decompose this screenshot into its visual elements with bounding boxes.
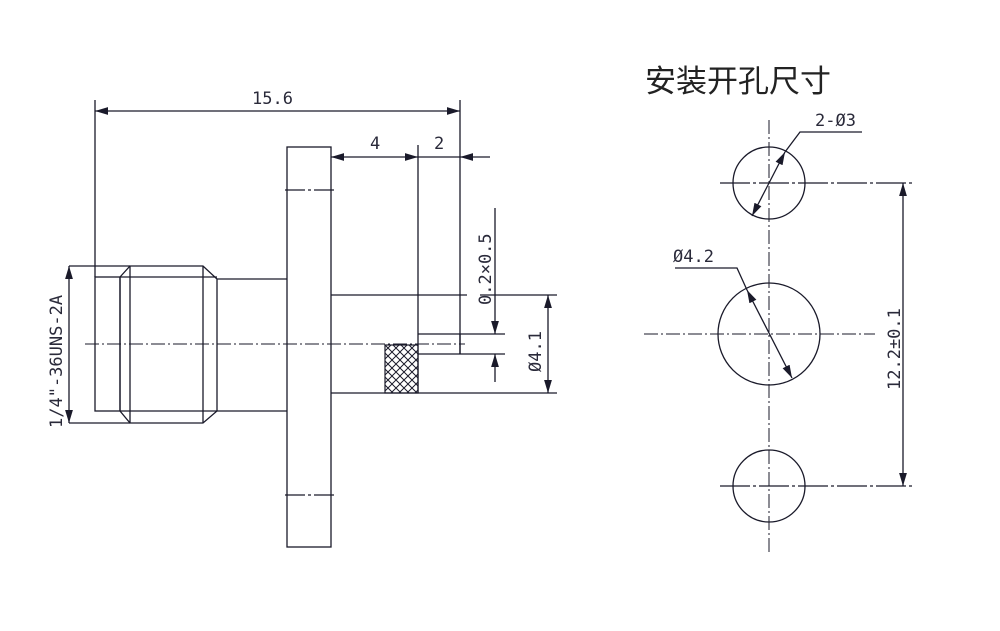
dim-mount-holes: 2-Ø3	[815, 111, 856, 131]
dim-chamfer: 0.2×0.5	[476, 233, 496, 305]
panel-cutout-view: 安装开孔尺寸 12.2±0.1 2-Ø3 Ø4.2	[644, 64, 912, 552]
dim-hole-spacing: 12.2±0.1	[885, 308, 905, 390]
dim-center-hole: Ø4.2	[673, 247, 714, 267]
thread-spec: 1/4"-36UNS-2A	[47, 295, 67, 428]
dim-body-diameter: Ø4.1	[526, 331, 546, 372]
dim-flange-to-pin: 4	[370, 134, 380, 154]
dim-overall-length: 15.6	[252, 89, 293, 109]
cutout-title: 安装开孔尺寸	[645, 64, 831, 100]
dim-pin-length: 2	[434, 134, 444, 154]
connector-side-view: 15.6 4 2 1/4"-36UNS-2A	[47, 89, 557, 548]
